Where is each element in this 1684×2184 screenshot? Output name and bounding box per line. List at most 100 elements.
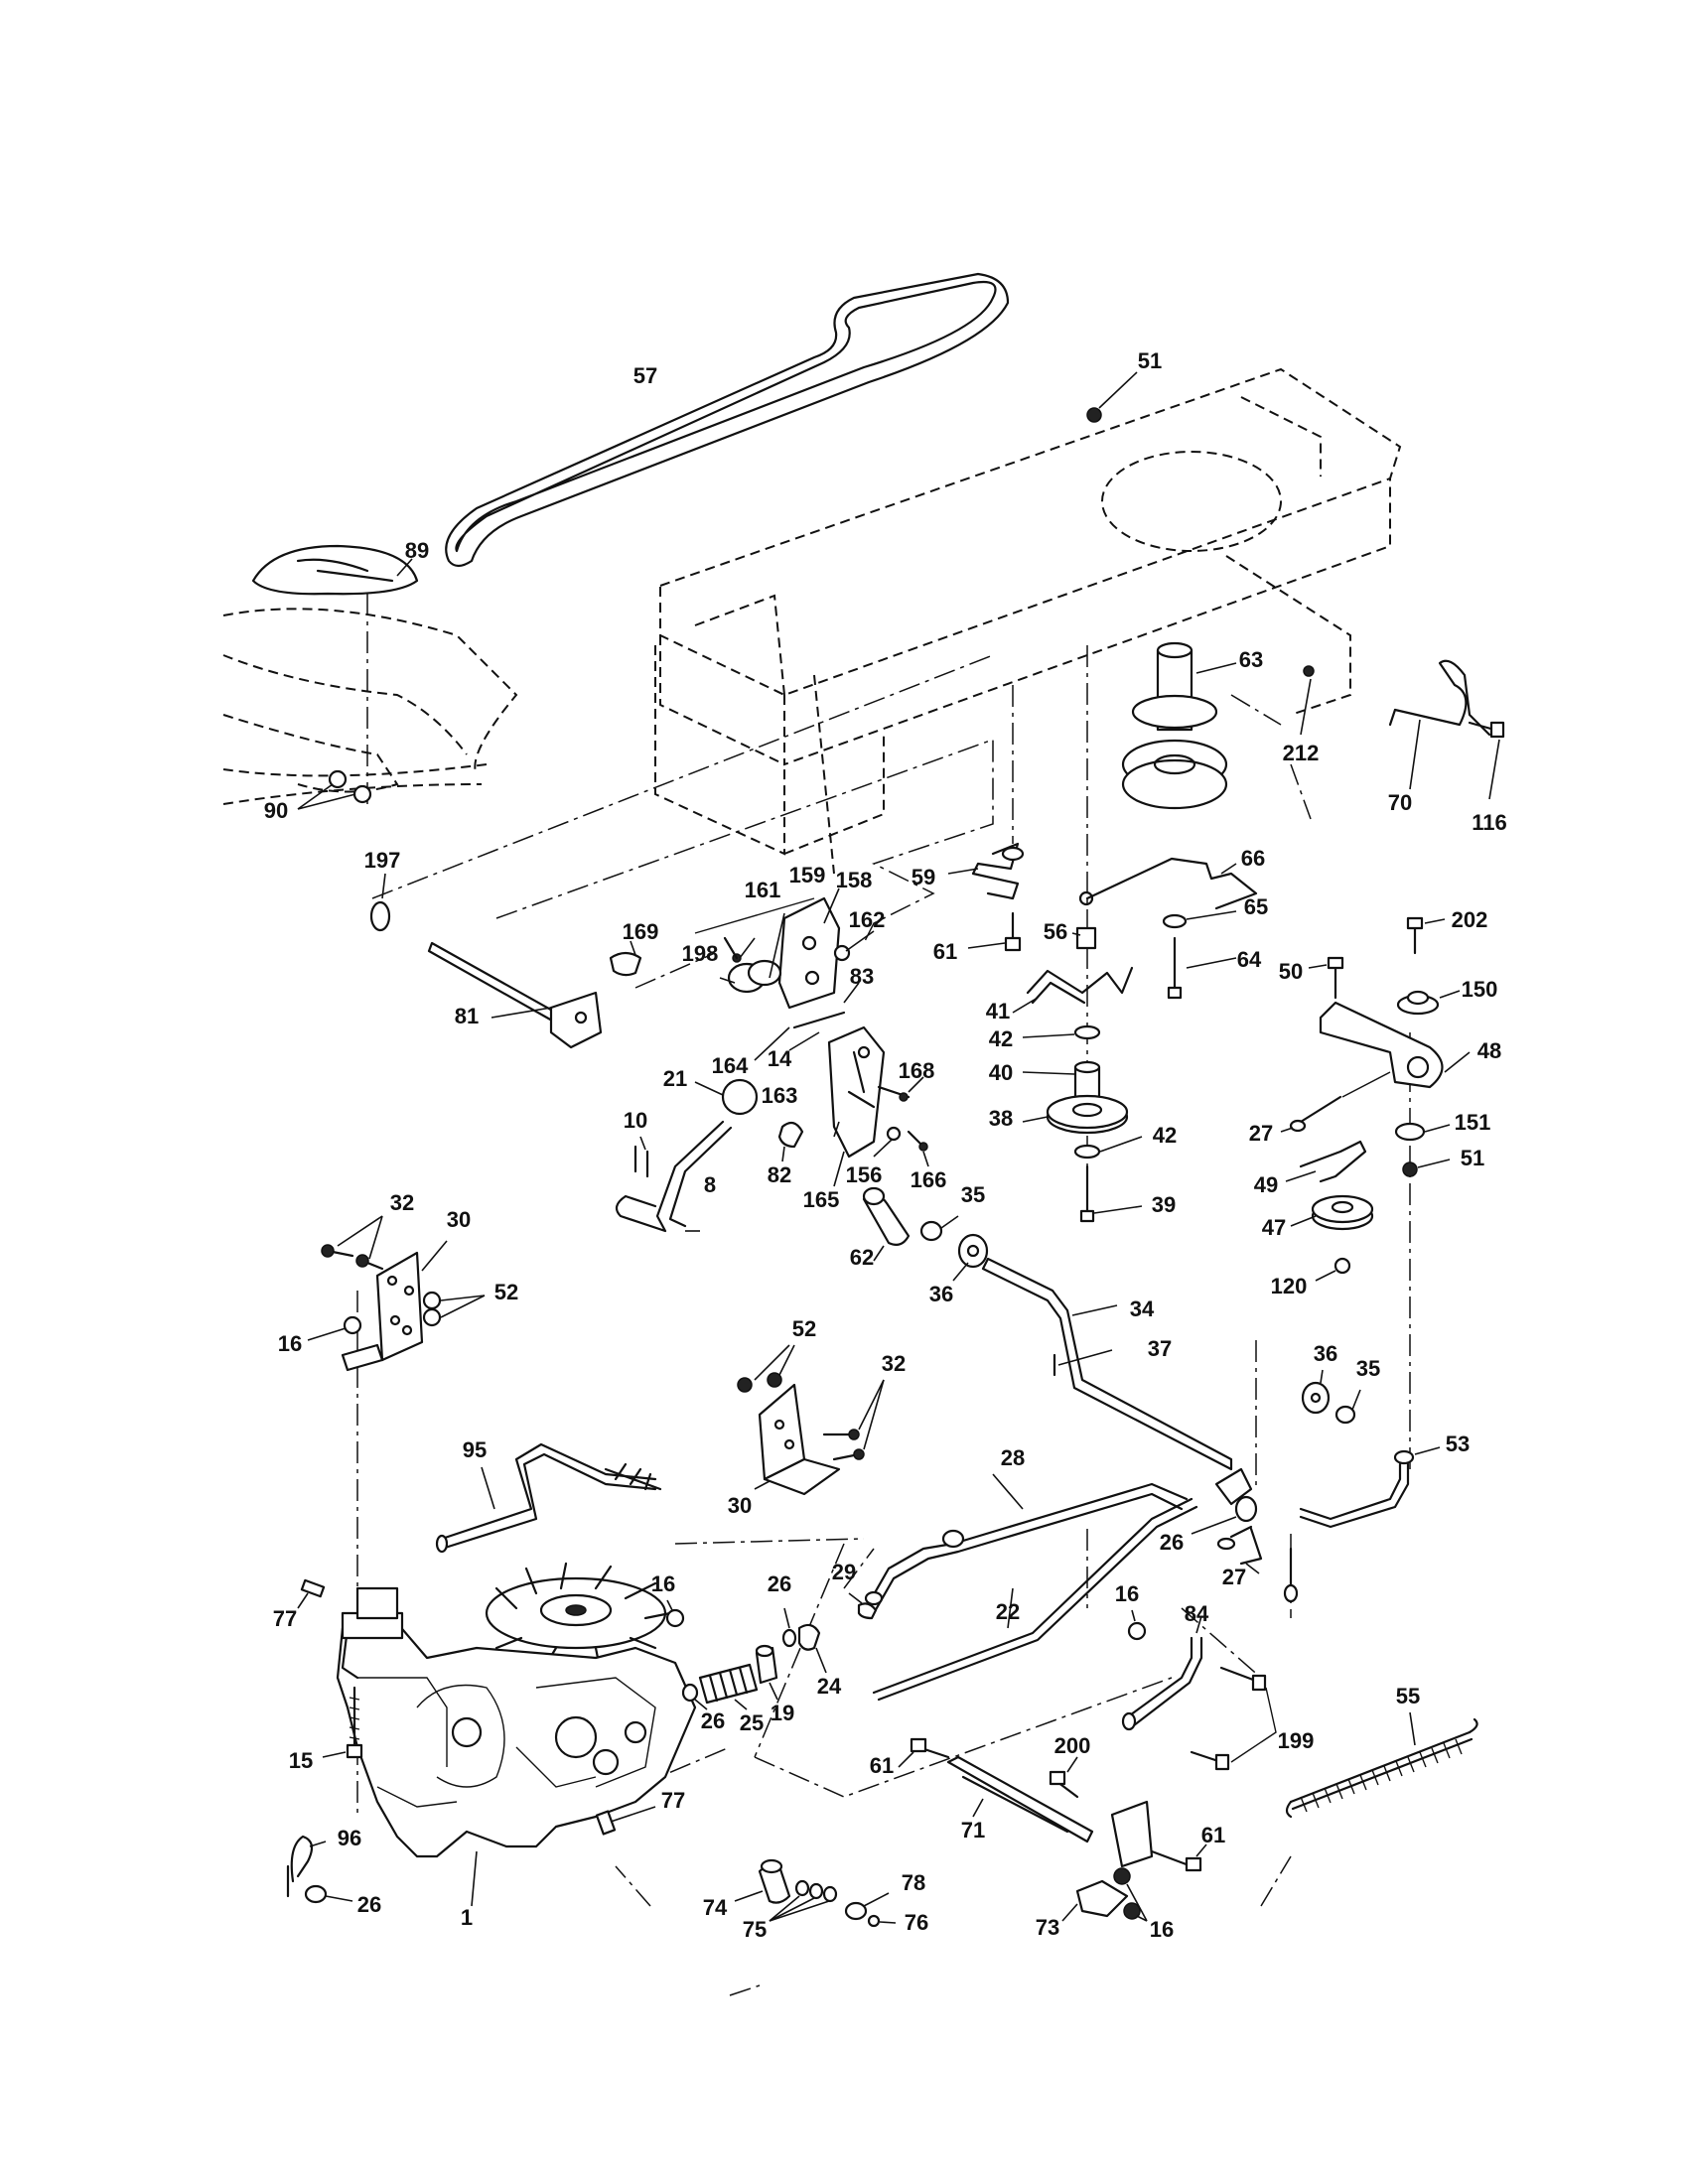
clip-82 [777,1121,804,1162]
bracket-59 [947,842,1025,900]
label-95: 95 [463,1437,487,1462]
bolt-27-upper [1280,1071,1391,1133]
bracket-30-center [737,1344,885,1496]
rod-53 [1299,1446,1441,1529]
label-47: 47 [1262,1215,1286,1240]
label-200: 200 [1054,1733,1091,1758]
label-75: 75 [743,1917,767,1942]
label-150: 150 [1462,977,1498,1002]
label-16: 16 [1115,1581,1139,1606]
label-30: 30 [447,1207,471,1232]
label-63: 63 [1239,647,1263,672]
label-159: 159 [789,863,826,887]
idler-pulley-47 [1285,1140,1374,1282]
label-158: 158 [836,868,873,892]
label-163: 163 [762,1083,798,1108]
label-53: 53 [1446,1432,1470,1456]
pivot-84 [1121,1609,1277,1771]
label-49: 49 [1254,1172,1278,1197]
rod-66 [1078,857,1258,910]
label-30: 30 [728,1493,752,1518]
label-26: 26 [701,1708,725,1733]
label-16: 16 [278,1331,302,1356]
label-62: 62 [850,1245,874,1270]
hairpin-96 [286,1835,327,1898]
bolt-15 [322,1686,363,1759]
shaft-34 [862,1186,1233,1471]
lever-knob-21 [694,1078,759,1116]
label-81: 81 [455,1004,479,1028]
label-29: 29 [832,1560,856,1584]
label-1: 1 [461,1905,473,1930]
label-42: 42 [1153,1123,1177,1148]
label-8: 8 [704,1172,716,1197]
seat-cover-89 [251,544,419,804]
label-51: 51 [1461,1146,1484,1170]
label-42: 42 [989,1026,1013,1051]
washer-26-lower [304,1884,353,1904]
label-39: 39 [1152,1192,1176,1217]
transaxle-1 [336,1562,697,1907]
label-21: 21 [663,1066,687,1091]
bolt-61-upper [967,911,1022,952]
label-35: 35 [961,1182,985,1207]
label-14: 14 [768,1046,792,1071]
label-25: 25 [740,1710,764,1735]
nuts-90 [297,769,372,810]
label-26: 26 [1160,1530,1184,1555]
label-50: 50 [1279,959,1303,984]
label-96: 96 [338,1826,361,1850]
label-77: 77 [661,1788,685,1813]
drive-belt-57 [445,272,1010,568]
label-116: 116 [1472,810,1507,835]
bushing-197 [369,873,391,932]
nut-16-trans [665,1599,685,1628]
label-82: 82 [768,1162,791,1187]
label-151: 151 [1455,1110,1491,1135]
label-27: 27 [1222,1565,1246,1589]
shaft-81 [427,941,603,1049]
bolts-168-156-166 [873,1076,929,1167]
label-34: 34 [1130,1297,1155,1321]
label-165: 165 [803,1187,840,1212]
label-16: 16 [651,1571,675,1596]
label-198: 198 [682,941,719,966]
lower-linkage-71 [898,1737,1207,1922]
spring-clip-41 [1012,966,1134,1014]
label-19: 19 [771,1701,794,1725]
idler-bracket-48 [1308,916,1471,1089]
label-15: 15 [289,1748,313,1773]
label-76: 76 [905,1910,928,1935]
label-26: 26 [768,1571,791,1596]
part-labels: 57 51 89 63 212 70 116 90 197 59 66 161 … [264,348,1507,1942]
label-37: 37 [1148,1336,1172,1361]
idler-stack-38 [1022,1024,1143,1223]
label-61: 61 [933,939,957,964]
bushing-stack-74 [734,1858,897,1928]
bolt-116 [1468,721,1505,800]
bracket-assembly-158 [694,887,841,1010]
label-89: 89 [405,538,429,563]
bolt-64 [1167,936,1237,1000]
label-120: 120 [1271,1274,1308,1298]
label-16: 16 [1150,1917,1174,1942]
label-71: 71 [961,1818,985,1843]
label-10: 10 [624,1108,647,1133]
label-56: 56 [1044,919,1067,944]
label-36: 36 [929,1282,953,1306]
label-162: 162 [849,907,886,932]
label-51: 51 [1138,348,1162,373]
label-70: 70 [1388,790,1412,815]
label-52: 52 [494,1280,518,1304]
label-66: 66 [1241,846,1265,871]
label-74: 74 [703,1895,728,1920]
label-168: 168 [899,1058,935,1083]
label-77: 77 [273,1606,297,1631]
label-83: 83 [850,964,874,989]
label-27: 27 [1249,1121,1273,1146]
spring-stack-25 [681,1607,827,1710]
label-24: 24 [817,1674,842,1699]
label-28: 28 [1001,1445,1025,1470]
label-199: 199 [1278,1728,1315,1753]
label-48: 48 [1477,1038,1501,1063]
